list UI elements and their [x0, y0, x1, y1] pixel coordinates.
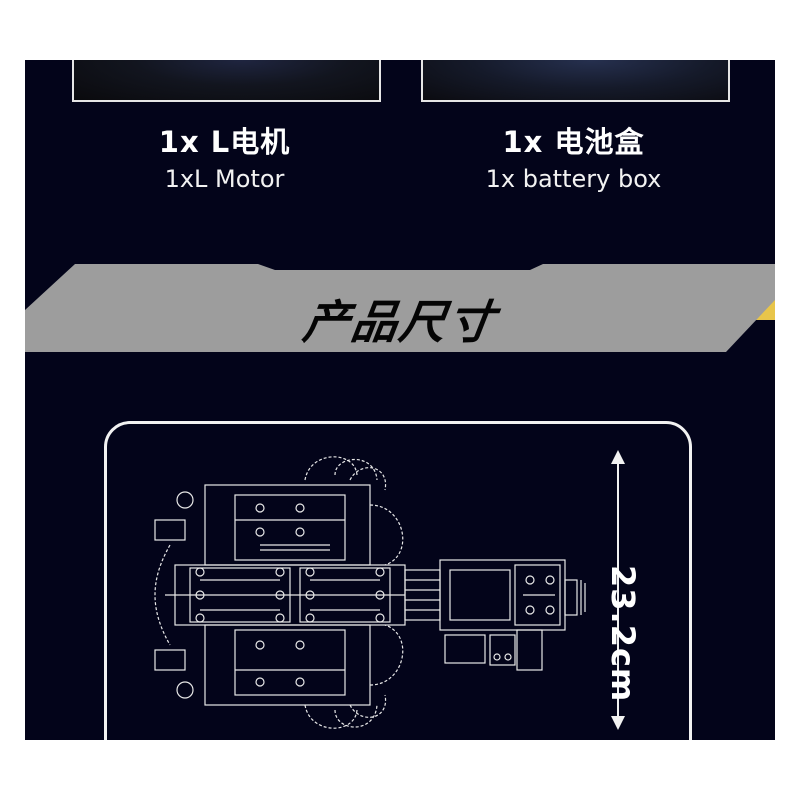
battery-box-image-card	[421, 60, 730, 102]
motor-title-en: 1xL Motor	[164, 165, 285, 193]
product-panel: 1x L电机 1xL Motor 1x 电池盒 1x battery box 产…	[25, 60, 775, 740]
section-title: 产品尺寸	[299, 295, 500, 349]
battery-box-title-cn: 1x 电池盒	[502, 125, 645, 159]
battery-box-caption: 1x 电池盒 1x battery box	[421, 122, 726, 196]
height-dimension-label: 23.2cm	[604, 565, 642, 703]
dimension-frame	[104, 421, 692, 740]
battery-box-title-en: 1x battery box	[485, 165, 662, 193]
motor-caption: 1x L电机 1xL Motor	[72, 122, 377, 196]
section-banner	[25, 264, 775, 352]
height-dimension-arrow	[611, 450, 625, 730]
motor-title-cn: 1x L电机	[158, 125, 291, 159]
motor-image-card	[72, 60, 381, 102]
technical-drawing	[154, 456, 586, 729]
